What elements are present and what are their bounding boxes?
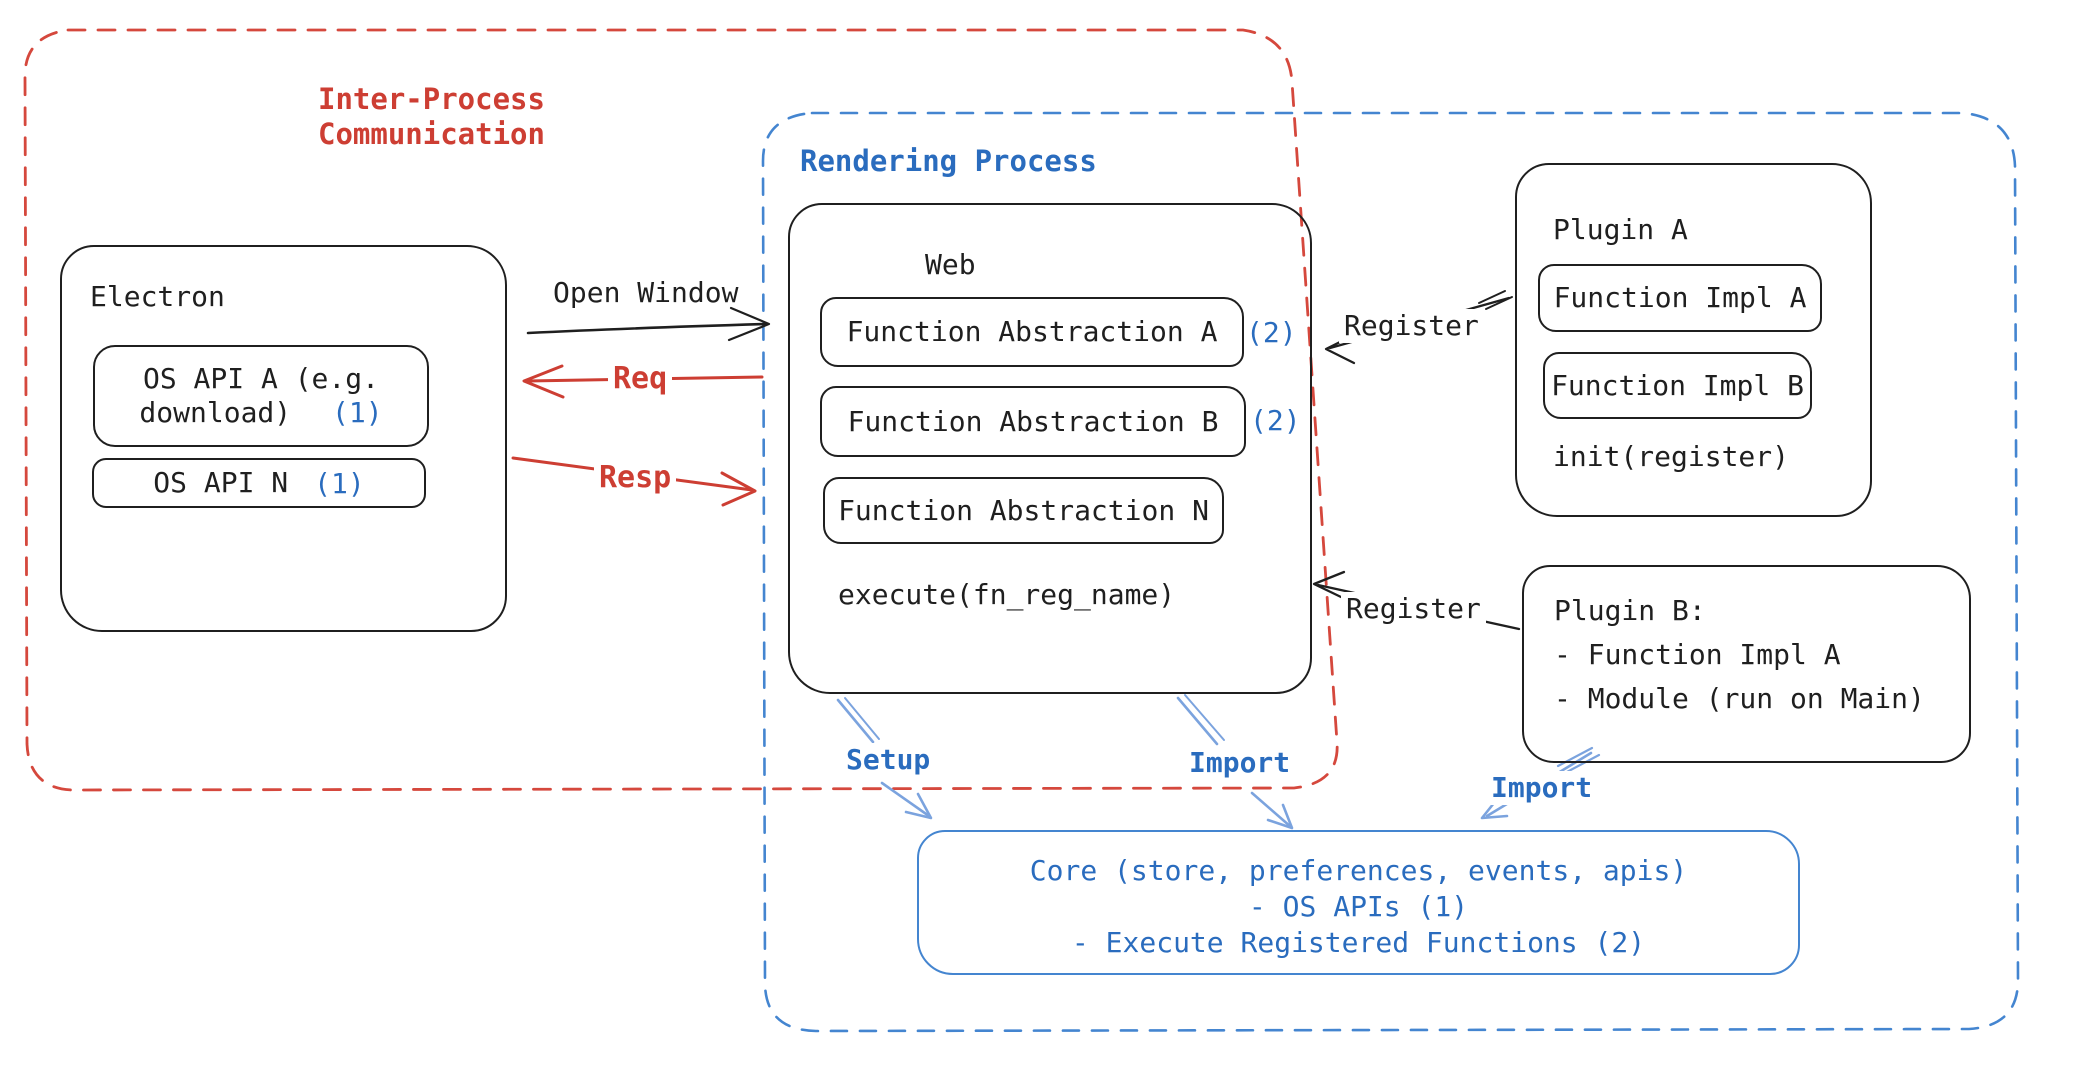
setup-arrow-seg2 [880, 781, 931, 818]
web-box [788, 203, 1312, 694]
open-window-label: Open Window [553, 276, 739, 309]
register-top-tail-tick1 [1478, 290, 1506, 304]
plugin-a-title: Plugin A [1553, 213, 1688, 246]
ipc-region-border [23, 28, 1339, 792]
os-api-a-tag: (1) [332, 396, 383, 429]
register-bottom-arrowhead [1312, 570, 1346, 599]
function-impl-a-box: Function Impl A [1538, 264, 1822, 332]
register-bottom-label: Register [1341, 592, 1486, 626]
function-abstraction-a-label: Function Abstraction A [846, 315, 1218, 349]
plugin-a-box [1515, 163, 1872, 517]
setup-arrow-seg1b [844, 697, 880, 740]
rendering-region-title: Rendering Process [800, 144, 1097, 178]
os-api-n-label: OS API N [153, 466, 289, 500]
function-abstraction-n-label: Function Abstraction N [838, 493, 1209, 527]
plugin-b-title: Plugin B: [1554, 594, 1706, 627]
register-top-tail-tick2 [1485, 296, 1513, 310]
import-plugin-tick2 [1563, 753, 1601, 775]
import-web-arrow-seg1 [1176, 696, 1219, 746]
function-abstraction-b-tag: (2) [1250, 404, 1301, 437]
rendering-region-border [761, 111, 2020, 1033]
import-plugin-label: Import [1486, 771, 1598, 805]
core-line2: - OS APIs (1) [1248, 890, 1469, 923]
plugin-b-item2: - Module (run on Main) [1554, 682, 1925, 715]
os-api-a-box: OS API A (e.g. download) (1) [93, 345, 429, 447]
web-title: Web [925, 248, 976, 281]
os-api-n-tag: (1) [314, 466, 365, 500]
plugin-b-item1: - Function Impl A [1554, 638, 1841, 671]
import-web-arrowhead [1266, 803, 1294, 830]
resp-arrowhead [720, 471, 757, 507]
function-impl-b-box: Function Impl B [1543, 352, 1812, 419]
open-window-arrow [526, 322, 768, 335]
ipc-title-line1: Inter-Process [318, 82, 545, 116]
os-api-a-line1: OS API A (e.g. [142, 362, 379, 396]
req-label: Req [608, 361, 673, 396]
function-abstraction-a-tag: (2) [1246, 316, 1297, 349]
core-line1: Core (store, preferences, events, apis) [1029, 854, 1688, 887]
import-plugin-arrowhead [1480, 796, 1509, 820]
os-api-n-box: OS API N (1) [92, 458, 426, 508]
function-impl-b-label: Function Impl B [1551, 368, 1804, 402]
req-arrowhead [522, 364, 565, 399]
function-abstraction-b-label: Function Abstraction B [847, 404, 1219, 438]
electron-title: Electron [90, 280, 225, 313]
resp-label: Resp [594, 460, 677, 495]
core-line3: - Execute Registered Functions (2) [1071, 926, 1646, 959]
import-web-arrow-seg2 [1250, 791, 1293, 829]
core-box: Core (store, preferences, events, apis) … [917, 830, 1800, 975]
setup-arrowhead [904, 792, 933, 820]
register-top-label: Register [1339, 309, 1484, 343]
ipc-region-title: Inter-Process Communication [318, 82, 545, 152]
electron-box [60, 245, 507, 632]
function-abstraction-a-box: Function Abstraction A [820, 297, 1244, 367]
setup-label: Setup [841, 743, 936, 777]
plugin-b-box: Plugin B: - Function Impl A - Module (ru… [1522, 565, 1971, 763]
import-web-label: Import [1184, 746, 1296, 780]
plugin-a-init-label: init(register) [1553, 440, 1790, 473]
setup-arrow-seg1 [836, 698, 875, 744]
execute-label: execute(fn_reg_name) [838, 578, 1176, 611]
function-abstraction-b-box: Function Abstraction B [820, 386, 1246, 457]
import-web-arrow-seg1b [1184, 694, 1225, 741]
ipc-title-line2: Communication [318, 117, 545, 151]
os-api-a-line2: download) [139, 396, 292, 429]
function-abstraction-n-box: Function Abstraction N [823, 477, 1224, 544]
function-impl-a-label: Function Impl A [1553, 281, 1807, 315]
open-window-arrowhead [727, 306, 771, 342]
import-plugin-tick1 [1556, 746, 1594, 768]
